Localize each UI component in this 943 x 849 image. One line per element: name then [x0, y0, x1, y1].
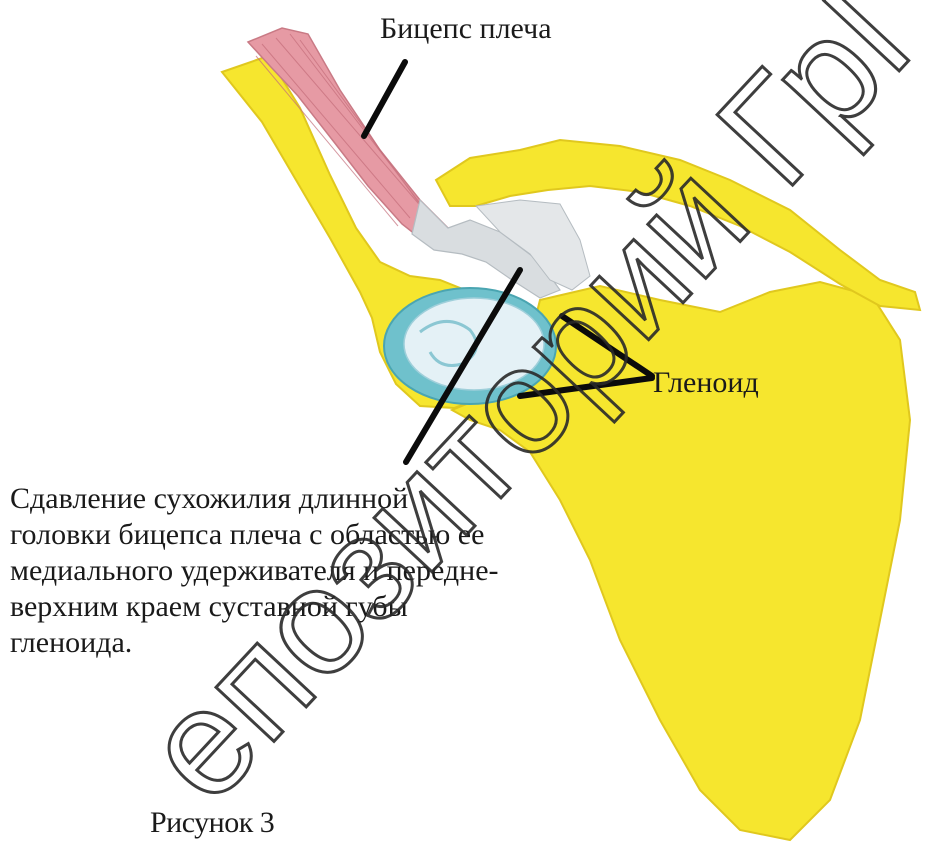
glenoid-label: Гленоид — [653, 368, 759, 398]
description-line: Сдавление сухожилия длинной — [10, 481, 650, 517]
figure-caption: Рисунок 3 — [150, 808, 274, 838]
description-line: верхним краем суставной губы — [10, 589, 650, 625]
description-line: головки бицепса плеча с областью ее — [10, 517, 650, 553]
biceps-pointer-line — [364, 62, 405, 136]
biceps-label: Бицепс плеча — [380, 14, 552, 44]
description-line: гленоида. — [10, 625, 650, 661]
compression-description: Сдавление сухожилия длинной головки бице… — [10, 481, 650, 661]
description-line: медиального удерживателя и передне- — [10, 553, 650, 589]
